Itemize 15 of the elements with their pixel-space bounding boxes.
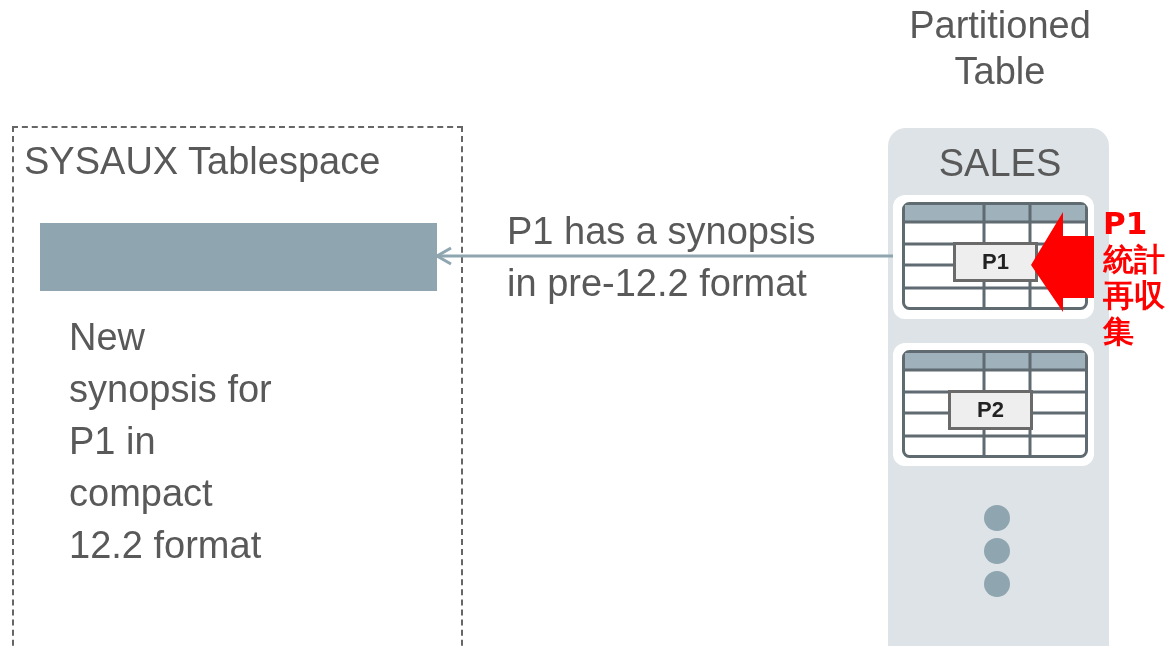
- partition-name: P2: [976, 396, 1005, 424]
- tablespace-title: SYSAUX Tablespace: [24, 140, 381, 183]
- synopsis-bar: [40, 223, 437, 291]
- table-card: [893, 343, 1094, 466]
- tablespace-frame: [12, 126, 463, 646]
- note-text: P1統計再収集: [1103, 205, 1166, 349]
- synopsis-note: New synopsis for P1 in compact 12.2 format: [69, 315, 273, 568]
- partition-label: [953, 242, 1038, 282]
- partition-label: [948, 390, 1033, 430]
- table-name: SALES: [937, 141, 1063, 186]
- table-heading: Partitioned Table: [908, 3, 1092, 94]
- arrow: [435, 246, 893, 266]
- edge-label: P1 has a synopsis in pre-12.2 format: [507, 209, 817, 306]
- block-arrow: [1031, 212, 1094, 312]
- partition-name: P1: [981, 248, 1010, 276]
